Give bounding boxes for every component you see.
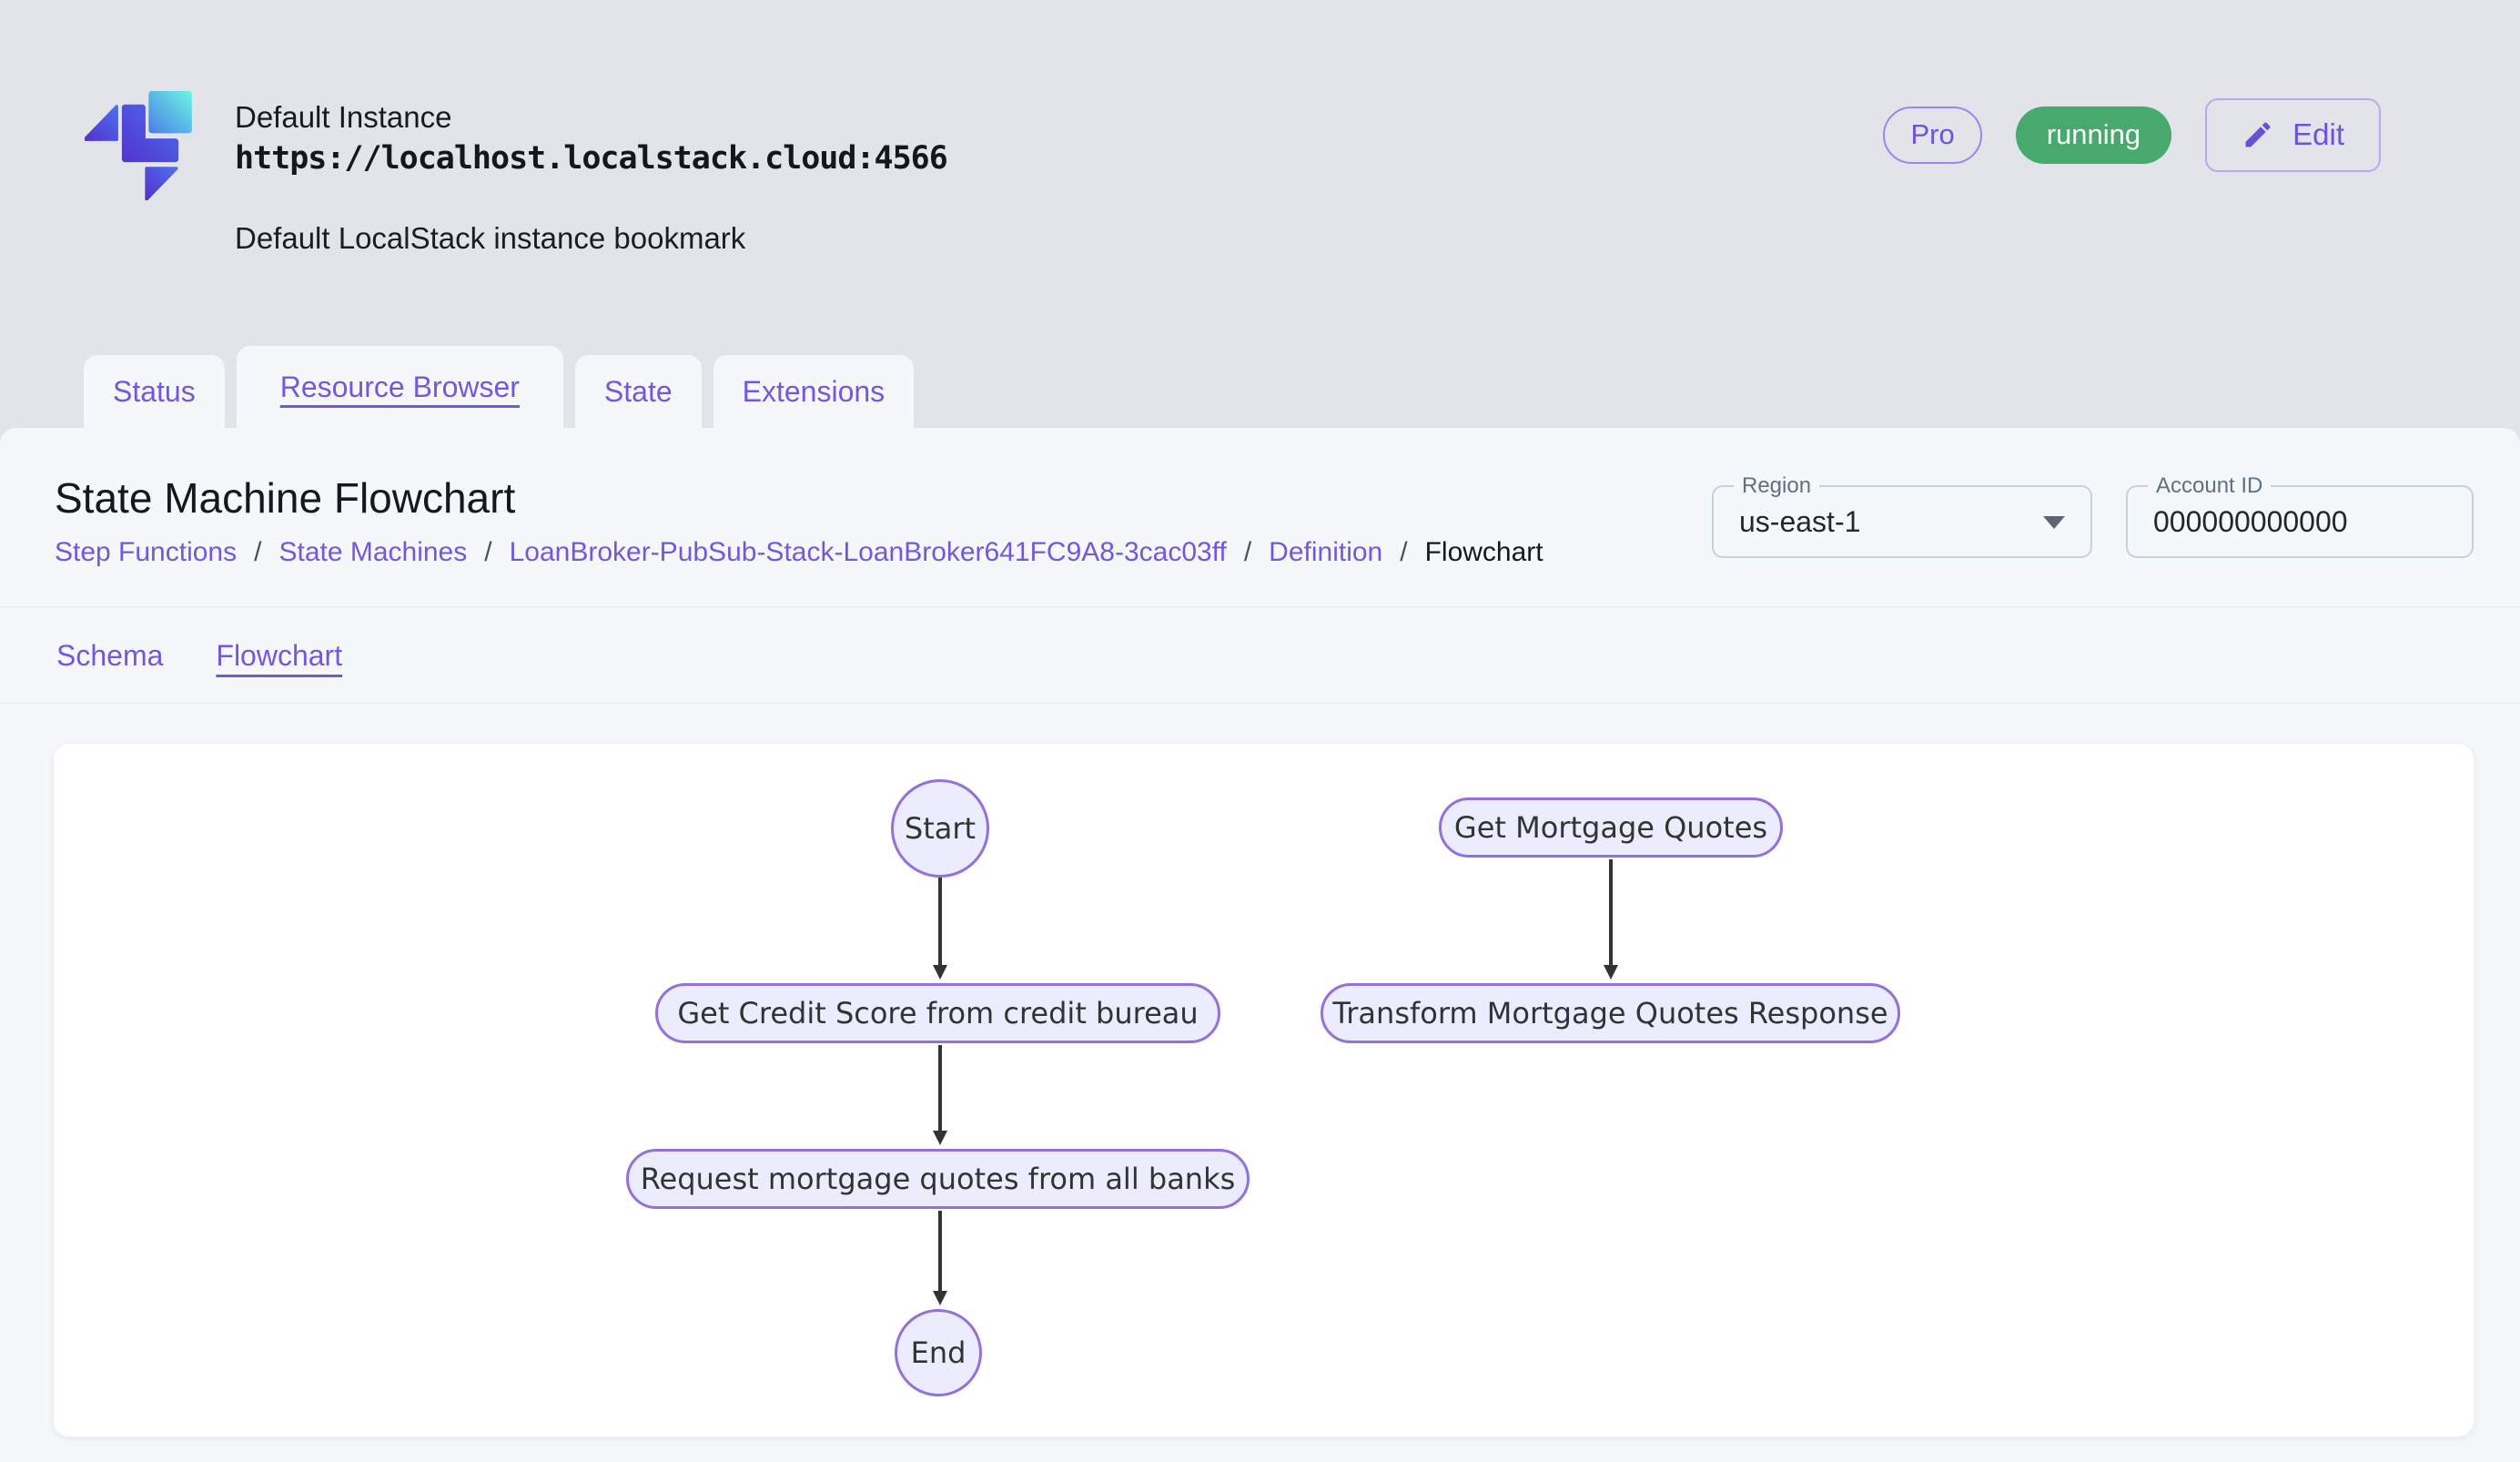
flowchart-node-get-credit-score: Get Credit Score from credit bureau [655, 983, 1220, 1043]
pencil-icon [2245, 122, 2271, 147]
main-tabs: Status Resource Browser State Extensions [84, 346, 915, 428]
status-badge: running [2015, 106, 2172, 164]
account-id-label: Account ID [2148, 473, 2272, 499]
subtab-flowchart[interactable]: Flowchart [216, 639, 343, 672]
tab-resource-browser-label: Resource Browser [279, 370, 520, 403]
region-select-value: us-east-1 [1739, 504, 1861, 538]
node-label: Start [904, 811, 977, 846]
pro-badge-label: Pro [1910, 118, 1955, 150]
flowchart-node-request-quotes: Request mortgage quotes from all banks [626, 1149, 1250, 1209]
breadcrumb-definition[interactable]: Definition [1269, 537, 1383, 567]
instance-description: Default LocalStack instance bookmark [235, 221, 746, 255]
node-label: Request mortgage quotes from all banks [640, 1162, 1236, 1196]
tab-extensions[interactable]: Extensions [713, 355, 915, 428]
tab-state-label: State [603, 374, 673, 408]
breadcrumb-separator: / [1243, 537, 1252, 567]
tab-status[interactable]: Status [84, 355, 225, 428]
node-label: Get Credit Score from credit bureau [677, 996, 1199, 1031]
breadcrumb: Step Functions / State Machines / LoanBr… [55, 537, 1543, 568]
tab-extensions-label: Extensions [742, 374, 886, 408]
breadcrumb-separator: / [1400, 537, 1408, 567]
breadcrumb-state-machine-name[interactable]: LoanBroker-PubSub-Stack-LoanBroker641FC9… [509, 537, 1227, 567]
page-title: State Machine Flowchart [55, 474, 516, 522]
node-label: Transform Mortgage Quotes Response [1332, 996, 1888, 1031]
flowchart-node-start: Start [891, 779, 989, 878]
breadcrumb-state-machines[interactable]: State Machines [278, 537, 468, 567]
header-actions: Pro running Edit [1883, 96, 2381, 173]
status-badge-label: running [2046, 118, 2141, 150]
flowchart-node-transform-response: Transform Mortgage Quotes Response [1321, 983, 1900, 1043]
flowchart-edges [933, 859, 1618, 1305]
resource-browser-panel: State Machine Flowchart Step Functions /… [0, 428, 2520, 1462]
localstack-logo [85, 91, 192, 200]
account-id-value: 000000000000 [2153, 504, 2348, 538]
region-select[interactable]: Region us-east-1 [1712, 473, 2092, 558]
subtab-schema[interactable]: Schema [56, 639, 164, 672]
flowchart-node-get-mortgage-quotes: Get Mortgage Quotes [1439, 797, 1783, 858]
breadcrumb-flowchart: Flowchart [1424, 537, 1543, 567]
tab-state[interactable]: State [574, 355, 702, 428]
edit-button[interactable]: Edit [2205, 97, 2381, 172]
flowchart-card: Start Get Mortgage Quotes Get Credit Sco… [53, 743, 2474, 1437]
tab-status-label: Status [113, 374, 196, 408]
divider [0, 606, 2520, 607]
breadcrumb-separator: / [484, 537, 492, 567]
breadcrumb-step-functions[interactable]: Step Functions [55, 537, 238, 567]
node-label: End [910, 1335, 967, 1370]
region-select-label: Region [1734, 473, 1820, 499]
edit-button-label: Edit [2292, 117, 2344, 151]
chevron-down-icon [2043, 516, 2065, 529]
account-id-field[interactable]: Account ID 000000000000 [2126, 473, 2474, 558]
instance-url: https://localhost.localstack.cloud:4566 [235, 140, 948, 177]
node-label: Get Mortgage Quotes [1453, 810, 1768, 845]
flowchart-node-end: End [895, 1309, 982, 1396]
tab-resource-browser[interactable]: Resource Browser [236, 346, 563, 428]
divider [0, 703, 2520, 704]
pro-badge: Pro [1883, 106, 1982, 164]
breadcrumb-separator: / [254, 537, 262, 567]
definition-subtabs: Schema Flowchart [56, 639, 342, 680]
instance-name: Default Instance [235, 100, 452, 134]
